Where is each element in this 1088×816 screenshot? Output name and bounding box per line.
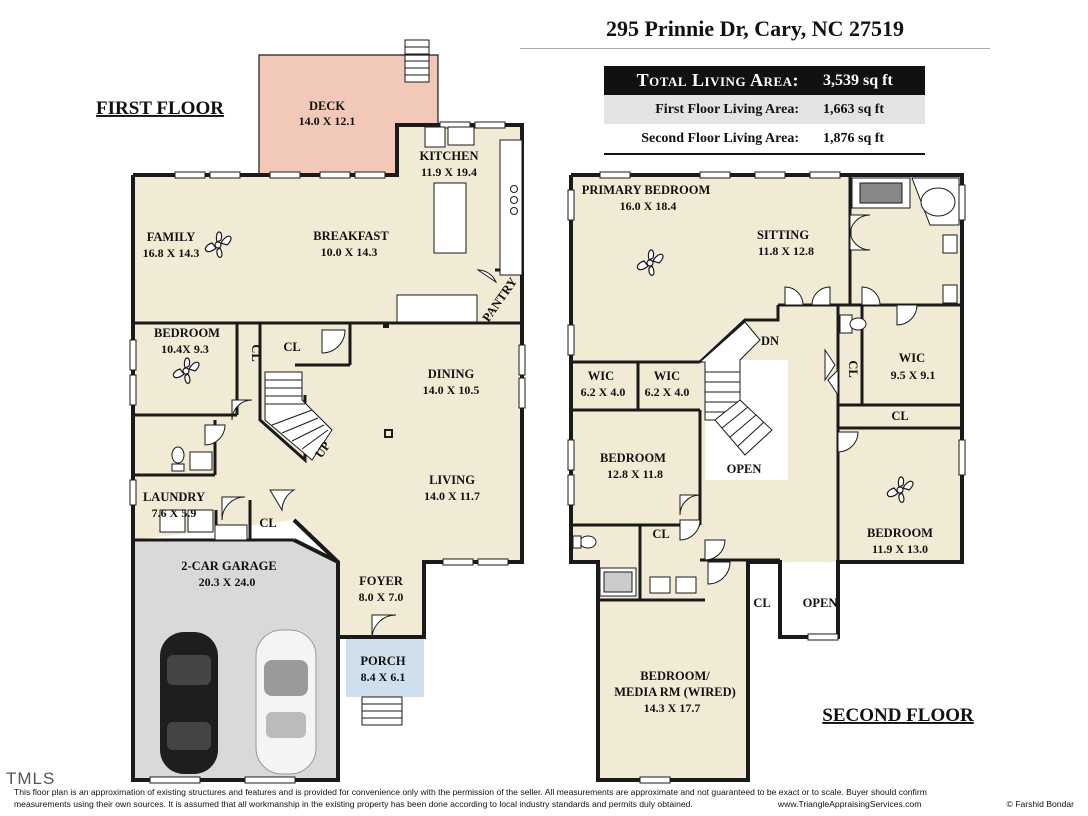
second-floor-walls [569, 173, 964, 782]
address-divider [520, 48, 990, 49]
area-row-first: First Floor Living Area: 1,663 sq ft [604, 95, 925, 124]
sitting-label: SITTING [757, 228, 809, 242]
bedroom3-label: BEDROOM [867, 526, 933, 540]
main-floor-area [133, 125, 522, 637]
cl2-label: CL [283, 340, 300, 354]
cl5-label: CL [891, 409, 908, 423]
ceiling-fan-family-icon [204, 231, 232, 258]
website-text: www.TriangleAppraisingServices.com [777, 799, 922, 809]
area-value: 3,539 sq ft [811, 66, 925, 95]
car-white-icon [255, 629, 317, 775]
sitting-dim: 11.8 X 12.8 [758, 244, 814, 258]
garage-label: 2-CAR GARAGE [181, 559, 276, 573]
room-labels: DECK 14.0 X 12.1 KITCHEN 11.9 X 19.4 FAM… [96, 98, 974, 726]
area-value: 1,876 sq ft [811, 124, 925, 155]
area-label: Second Floor Living Area: [604, 124, 811, 155]
wic3-label: WIC [899, 351, 925, 365]
primary-bath-fixtures [572, 177, 960, 597]
laundry-dim: 7.6 X 5.9 [152, 506, 197, 520]
open1-label: OPEN [727, 462, 762, 476]
living-area-table: Total Living Area: 3,539 sq ft First Flo… [604, 66, 925, 155]
disclaimer: This floor plan is an approximation of e… [14, 786, 1074, 810]
media-dim: 14.3 X 17.7 [644, 701, 701, 715]
first-floor-windows [129, 121, 526, 784]
ceiling-fan-bedroom-icon [172, 357, 200, 384]
deck-outline [258, 54, 439, 175]
second-floor-stairs [698, 321, 773, 456]
deck-stairs [404, 39, 430, 83]
garage-dim: 20.3 X 24.0 [199, 575, 256, 589]
family-label: FAMILY [147, 230, 196, 244]
media-label-1: BEDROOM/ [640, 669, 710, 683]
property-address: 295 Prinnie Dr, Cary, NC 27519 [605, 16, 904, 41]
wic2-dim: 6.2 X 4.0 [645, 385, 690, 399]
foyer-dim: 8.0 X 7.0 [359, 590, 404, 604]
breakfast-label: BREAKFAST [313, 229, 389, 243]
disclaimer-line-1: This floor plan is an approximation of e… [14, 787, 927, 797]
living-label: LIVING [429, 473, 475, 487]
wic1-label: WIC [588, 369, 614, 383]
dining-label: DINING [428, 367, 475, 381]
second-floor [567, 171, 966, 784]
kitchen-dim: 11.9 X 19.4 [421, 165, 477, 179]
ceiling-fan-primary-icon [636, 249, 664, 276]
family-dim: 16.8 X 14.3 [143, 246, 200, 260]
area-label: Total Living Area: [604, 66, 811, 95]
area-value: 1,663 sq ft [811, 95, 925, 124]
cl6-label: CL [652, 527, 669, 541]
disclaimer-text: measurements using their own sources. It… [14, 799, 693, 809]
primary-label: PRIMARY BEDROOM [582, 183, 711, 197]
tmls-watermark: TMLS [6, 769, 56, 788]
cl7-label: CL [753, 596, 770, 610]
second-floor-windows [567, 171, 966, 784]
area-row-second: Second Floor Living Area: 1,876 sq ft [604, 124, 925, 155]
area-row-total: Total Living Area: 3,539 sq ft [604, 66, 925, 95]
car-black-icon [160, 632, 218, 774]
open2-label: OPEN [803, 596, 838, 610]
bedroom2-label: BEDROOM [600, 451, 666, 465]
wic2-label: WIC [654, 369, 680, 383]
laundry-label: LAUNDRY [143, 490, 205, 504]
wic3-dim: 9.5 X 9.1 [891, 368, 936, 382]
dn-label: DN [761, 334, 779, 348]
first-floor-post [384, 429, 393, 438]
first-floor-stairs [214, 371, 333, 541]
porch-stairs [361, 696, 403, 726]
ceiling-fan-bedroom3-icon [886, 476, 914, 503]
deck-label: DECK [309, 99, 345, 113]
deck-dim: 14.0 X 12.1 [299, 114, 356, 128]
foyer-label: FOYER [359, 574, 404, 588]
bedroom1-label: BEDROOM [154, 326, 220, 340]
bedroom2-dim: 12.8 X 11.8 [607, 467, 663, 481]
cl4-label: CL [846, 360, 860, 377]
primary-dim: 16.0 X 18.4 [620, 199, 677, 213]
second-floor-title: SECOND FLOOR [822, 705, 974, 726]
kitchen-fixtures [396, 126, 523, 323]
open-area-2 [780, 562, 866, 637]
half-bath-fixtures [159, 446, 214, 533]
porch-dim: 8.4 X 6.1 [361, 670, 406, 684]
cl3-label: CL [259, 516, 276, 530]
breakfast-dim: 10.0 X 14.3 [321, 245, 378, 259]
dining-dim: 14.0 X 10.5 [423, 383, 480, 397]
bedroom3-dim: 11.9 X 13.0 [872, 542, 928, 556]
second-floor-doors [679, 214, 918, 585]
porch-label: PORCH [360, 654, 405, 668]
deck-area [259, 55, 438, 175]
area-label: First Floor Living Area: [604, 95, 811, 124]
living-dim: 14.0 X 11.7 [424, 489, 480, 503]
disclaimer-line-2: measurements using their own sources. It… [14, 798, 1074, 810]
first-floor-doors [204, 269, 498, 638]
column-post [383, 322, 389, 328]
bedroom1-dim: 10.4X 9.3 [161, 342, 209, 356]
kitchen-label: KITCHEN [419, 149, 478, 163]
wic1-dim: 6.2 X 4.0 [581, 385, 626, 399]
cl1-label: CL [249, 344, 263, 361]
first-floor-title: FIRST FLOOR [96, 98, 224, 119]
porch-area [346, 637, 424, 697]
media-label-2: MEDIA RM (WIRED) [614, 685, 736, 699]
copyright-text: © Farshid Bondar [1006, 799, 1074, 809]
